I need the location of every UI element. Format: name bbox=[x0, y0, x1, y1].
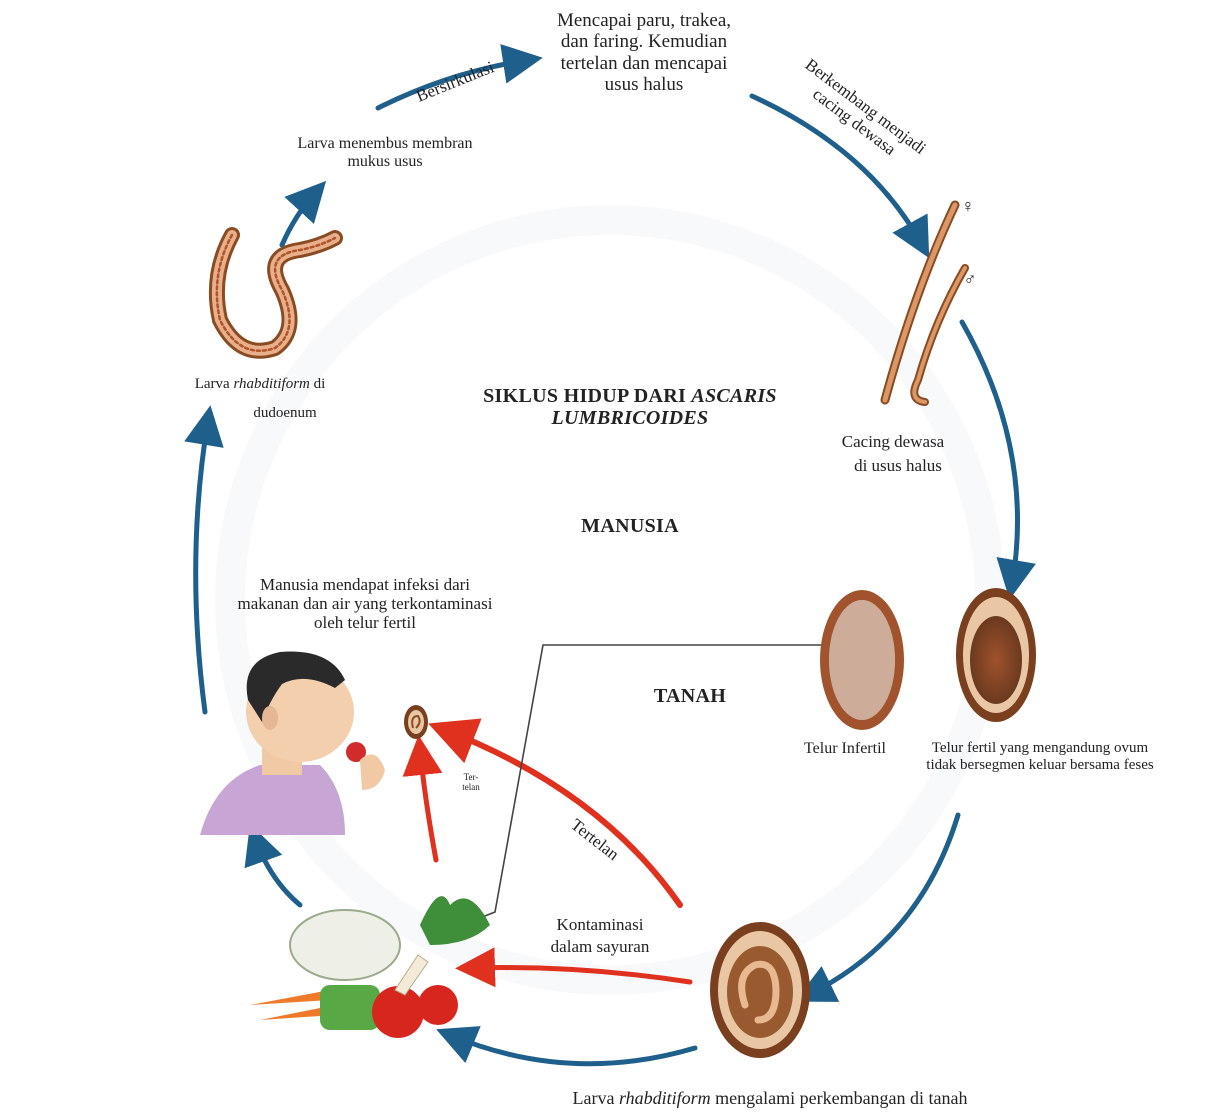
male-symbol: ♂ bbox=[960, 270, 980, 289]
infertile-egg bbox=[820, 590, 904, 730]
reach-lungs-label: Mencapai paru, trakea, dan faring. Kemud… bbox=[548, 10, 740, 95]
adult-worm-label-line2: di usus halus bbox=[838, 456, 958, 475]
larva-penetrates-label: Larva menembus membran mukus usus bbox=[285, 135, 485, 171]
larva-duodenum-line2: dudoenum bbox=[240, 405, 330, 422]
vegetables-illustration bbox=[250, 896, 490, 1038]
fertile-egg bbox=[956, 588, 1036, 722]
arrow-swallowed-short bbox=[420, 750, 436, 860]
title-part1: SIKLUS HIDUP DARI bbox=[483, 385, 691, 407]
arrow-to-human bbox=[255, 838, 300, 905]
larva-duodenum-post: di bbox=[310, 376, 325, 392]
contamination-label-line2: dalam sayuran bbox=[540, 937, 660, 956]
adult-worm-label-line1: Cacing dewasa bbox=[828, 432, 958, 451]
soil-development-label: Larva rhabditiform mengalami perkembanga… bbox=[480, 1088, 1060, 1108]
arrow-to-vegetables bbox=[450, 1035, 695, 1064]
arrow-to-duodenum bbox=[196, 420, 208, 712]
embryonated-egg bbox=[710, 922, 810, 1058]
diagram-title: SIKLUS HIDUP DARI ASCARIS LUMBRICOIDES bbox=[460, 385, 800, 430]
larva-duodenum-illustration bbox=[217, 235, 335, 351]
larva-duodenum-label: Larva rhabditiform di bbox=[165, 376, 355, 393]
section-soil: TANAH bbox=[645, 685, 735, 707]
larva-duodenum-italic: rhabditiform bbox=[233, 376, 309, 392]
soil-dev-post: mengalami perkembangan di tanah bbox=[711, 1088, 968, 1108]
fertile-egg-label: Telur fertil yang mengandung ovum tidak … bbox=[925, 740, 1155, 774]
arrow-to-penetrate bbox=[282, 192, 316, 245]
human-infection-label: Manusia mendapat infeksi dari makanan da… bbox=[230, 575, 500, 632]
small-egg bbox=[404, 705, 428, 739]
soil-dev-italic: rhabditiform bbox=[619, 1088, 711, 1108]
section-human: MANUSIA bbox=[560, 515, 700, 537]
contamination-label-line1: Kontaminasi bbox=[540, 915, 660, 934]
swallowed-small-label: Ter- telan bbox=[456, 772, 486, 792]
infertile-egg-label: Telur Infertil bbox=[785, 740, 905, 758]
larva-duodenum-pre: Larva bbox=[195, 376, 234, 392]
soil-dev-pre: Larva bbox=[572, 1088, 618, 1108]
female-symbol: ♀ bbox=[958, 196, 978, 216]
